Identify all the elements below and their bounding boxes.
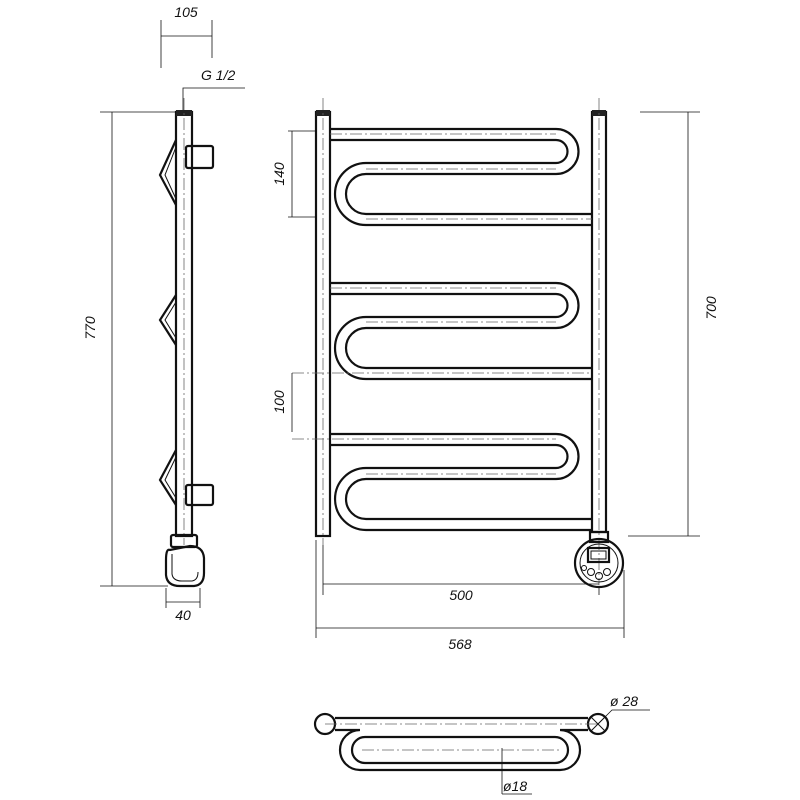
dim-axis-width: 500 [449,587,473,603]
dim-body-height: 700 [703,296,719,320]
side-view: 105 G 1/2 770 40 [82,4,245,623]
dim-side-depth: 105 [174,4,198,20]
top-view: ø 28 ø18 [313,693,650,795]
dim-loop-pitch: 140 [271,162,287,186]
dim-thread: G 1/2 [201,67,235,83]
dim-total-width: 568 [448,636,472,652]
serpentine-loop-1 [330,127,592,227]
thermostat-controller [573,530,625,589]
dim-element-depth: 40 [175,607,191,623]
serpentine-loop-3 [292,432,592,532]
front-view: 140 100 700 500 568 [271,98,719,652]
dim-bar-diameter: ø18 [503,778,527,794]
dim-total-height: 770 [82,316,98,340]
serpentine-loop-2 [292,281,592,381]
dim-pipe-diameter: ø 28 [610,693,638,709]
dim-gap-100: 100 [271,390,287,414]
